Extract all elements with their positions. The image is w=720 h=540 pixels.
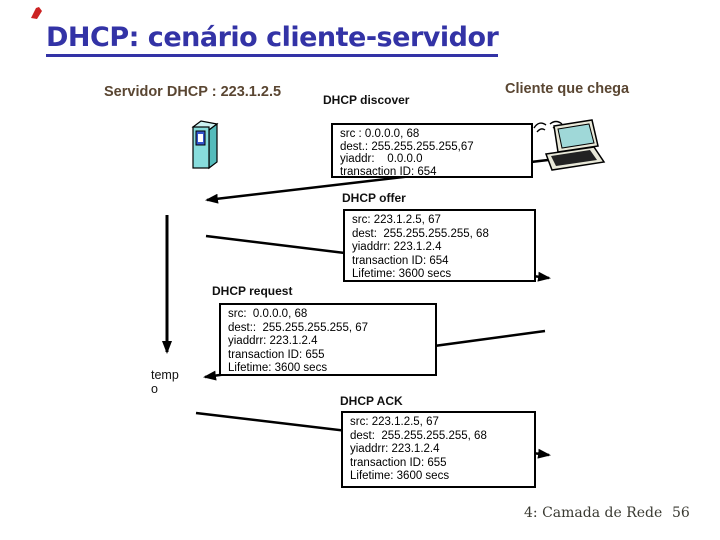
field-line: temp [151, 368, 179, 382]
field-line: Lifetime: 3600 secs [228, 362, 328, 375]
server-heading: Servidor DHCP : 223.1.2.5 [104, 84, 282, 100]
dhcp-request-label: DHCP request [212, 284, 293, 298]
red-corner-mark-icon [31, 7, 42, 19]
footer-section-title: 4: Camada de Rede [524, 505, 663, 521]
field-line: src : 0.0.0.0, 68 [340, 128, 420, 140]
field-line: dest: 255.255.255.255, 68 [350, 429, 487, 442]
field-line: transaction ID: 655 [350, 456, 447, 469]
field-line: dest.: 255.255.255.255,67 [340, 140, 474, 153]
dhcp-discover-label: DHCP discover [323, 93, 410, 107]
field-line: transaction ID: 655 [228, 348, 325, 361]
field-line: transaction ID: 654 [352, 254, 449, 267]
field-line: yiaddrr: 223.1.2.4 [350, 443, 440, 456]
laptop-wireless-icon [533, 119, 606, 171]
field-line: transaction ID: 654 [340, 165, 437, 178]
field-line: o [151, 382, 158, 396]
field-line: yiaddrr: 223.1.2.4 [228, 335, 318, 348]
field-line: src: 0.0.0.0, 68 [228, 308, 308, 320]
field-line: dest: 255.255.255.255, 68 [352, 227, 489, 240]
field-line: Lifetime: 3600 secs [352, 268, 452, 281]
field-line: src: 223.1.2.5, 67 [350, 416, 439, 428]
field-line: Lifetime: 3600 secs [350, 470, 450, 483]
client-heading: Cliente que chega [505, 81, 630, 97]
page-title: DHCP: cenário cliente-servidor [46, 22, 499, 57]
dhcp-ack-label: DHCP ACK [340, 394, 403, 408]
field-line: dest:: 255.255.255.255, 67 [228, 321, 369, 334]
field-line: yiaddrr: 223.1.2.4 [352, 241, 442, 254]
dhcp-offer-label: DHCP offer [342, 191, 406, 205]
field-line: yiaddr: 0.0.0.0 [340, 153, 423, 166]
server-tower-icon [191, 120, 219, 170]
footer-page-number: 56 [672, 505, 690, 521]
field-line: src: 223.1.2.5, 67 [352, 214, 441, 226]
